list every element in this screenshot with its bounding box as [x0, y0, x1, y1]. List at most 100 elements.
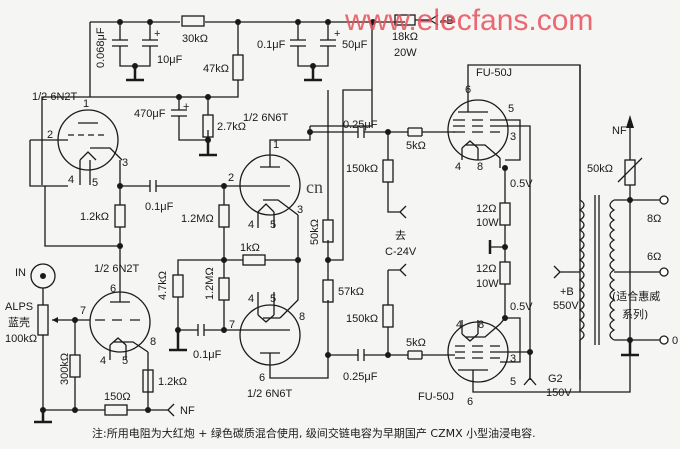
decoupling-caps-1: +: [89, 22, 160, 95]
label-r-57k: 57kΩ: [338, 286, 364, 298]
svg-text:5: 5: [270, 293, 276, 305]
svg-text:4: 4: [68, 174, 74, 186]
tube-v2a: [224, 126, 311, 262]
label-r-150k-top: 150kΩ: [346, 163, 378, 175]
label-r-1-2M-a: 1.2MΩ: [181, 213, 214, 225]
resistor-57k: [322, 279, 334, 303]
plus-b-top-label: +B: [440, 15, 454, 27]
label-r-1-2k-a: 1.2kΩ: [80, 211, 109, 223]
resistor-50k-nf: [624, 159, 636, 186]
label-r-1k: 1kΩ: [240, 242, 260, 254]
svg-text:+: +: [334, 28, 340, 40]
tube-v1b: [75, 246, 151, 370]
resistor-47k: [232, 54, 244, 81]
resistor-4-7k: [172, 274, 184, 298]
label-v-0-5-b: 0.5V: [510, 301, 533, 313]
svg-text:5: 5: [508, 103, 514, 115]
label-tap-6: 6Ω: [647, 251, 661, 263]
label-nf-in: NF: [180, 405, 195, 417]
tube-v4: [447, 200, 631, 393]
resistor-150k-top: [382, 159, 394, 183]
tube-v4-label: FU-50J: [418, 391, 454, 403]
svg-text:3: 3: [122, 157, 128, 169]
resistor-12-b: [499, 261, 511, 285]
svg-text:3: 3: [510, 353, 516, 365]
resistor-1-2k-a: [114, 204, 126, 228]
label-r-50k: 50kΩ: [309, 219, 321, 245]
label-plus-b: +B: [560, 286, 574, 298]
label-r-47k: 47kΩ: [203, 63, 229, 75]
label-r-1-2M-b: 1.2MΩ: [204, 267, 216, 300]
label-r-300k: 300kΩ: [59, 353, 71, 385]
svg-text:2: 2: [47, 129, 53, 141]
volume-potentiometer: [37, 304, 49, 336]
tube-v2b-label: 1/2 6N6T: [247, 388, 293, 400]
label-c-470u: 470μF: [134, 108, 166, 120]
label-c-01-mid: 0.1μF: [145, 201, 174, 213]
svg-text:+: +: [183, 101, 189, 113]
svg-text:8: 8: [299, 311, 305, 323]
svg-text:5: 5: [270, 219, 276, 231]
svg-text:5: 5: [122, 355, 128, 367]
svg-text:8: 8: [478, 319, 484, 331]
label-speaker-note-2: 系列): [622, 307, 648, 321]
label-r-50k-nf: 50kΩ: [587, 163, 613, 175]
label-c-0068: 0.068μF: [95, 27, 107, 68]
svg-text:5: 5: [92, 177, 98, 189]
svg-text:3: 3: [510, 131, 516, 143]
resistor-1-2M-a: [218, 204, 230, 228]
label-pot-desc: 蓝壳: [8, 315, 30, 329]
label-r-18k: 18kΩ: [392, 31, 418, 43]
svg-text:7: 7: [80, 305, 86, 317]
resistor-150k-low: [382, 304, 394, 328]
svg-text:8: 8: [477, 161, 483, 173]
svg-text:5: 5: [510, 376, 516, 388]
tube-v2a-label: 1/2 6N6T: [243, 112, 289, 124]
label-speaker-note-1: (适合惠威: [612, 289, 660, 303]
label-tap-8: 8Ω: [647, 213, 661, 225]
resistor-30k: [181, 15, 205, 27]
label-r-12-a-w: 10W: [476, 217, 499, 229]
watermark-fragment: cn: [306, 177, 323, 197]
svg-text:4: 4: [456, 319, 462, 331]
footnote: 注:所用电阻为大红炮 + 绿色碳质混合使用, 级间交链电容为早期国产 CZMX …: [92, 427, 536, 440]
label-pot-value: 100kΩ: [5, 333, 37, 345]
tube-v3-label: FU-50J: [476, 67, 512, 79]
label-r-12-a: 12Ω: [476, 203, 496, 215]
label-c-50u: 50μF: [342, 39, 368, 51]
tube-v1b-label: 1/2 6N2T: [94, 263, 140, 275]
resistor-1-2k-b: [142, 369, 154, 393]
label-nf-out: NF: [612, 125, 627, 137]
svg-text:6: 6: [467, 396, 473, 408]
svg-text:6: 6: [110, 283, 116, 295]
resistor-300k: [69, 354, 81, 378]
tube-v2b: [239, 262, 329, 379]
terminal-6-ohm: [659, 267, 669, 277]
label-r-4-7k: 4.7kΩ: [157, 271, 169, 300]
label-r-12-b: 12Ω: [476, 263, 496, 275]
svg-text:6: 6: [259, 372, 265, 384]
label-r-150: 150Ω: [104, 391, 131, 403]
svg-text:1: 1: [273, 139, 279, 151]
svg-text:7: 7: [229, 319, 235, 331]
label-bias-to: 去: [395, 229, 406, 242]
label-c-01-low: 0.1μF: [193, 349, 222, 361]
label-c-025-top: 0.25μF: [343, 119, 378, 131]
svg-text:4: 4: [455, 161, 461, 173]
label-c-025-low: 0.25μF: [343, 371, 378, 383]
tube-v1a: [45, 109, 123, 186]
svg-text:6: 6: [465, 84, 471, 96]
label-bias-voltage: C-24V: [385, 246, 417, 258]
svg-text:8: 8: [150, 336, 156, 348]
svg-text:1: 1: [83, 98, 89, 110]
label-r-2-7k: 2.7kΩ: [217, 121, 246, 133]
label-r-5k-low: 5kΩ: [406, 337, 426, 349]
nf-arrow-icon: [626, 115, 634, 128]
label-c-01-top: 0.1μF: [257, 39, 286, 51]
svg-text:3: 3: [297, 204, 303, 216]
svg-text:4: 4: [100, 355, 106, 367]
label-plus-b-voltage: 550V: [553, 300, 579, 312]
tube-v1a-label: 1/2 6N2T: [32, 91, 78, 103]
